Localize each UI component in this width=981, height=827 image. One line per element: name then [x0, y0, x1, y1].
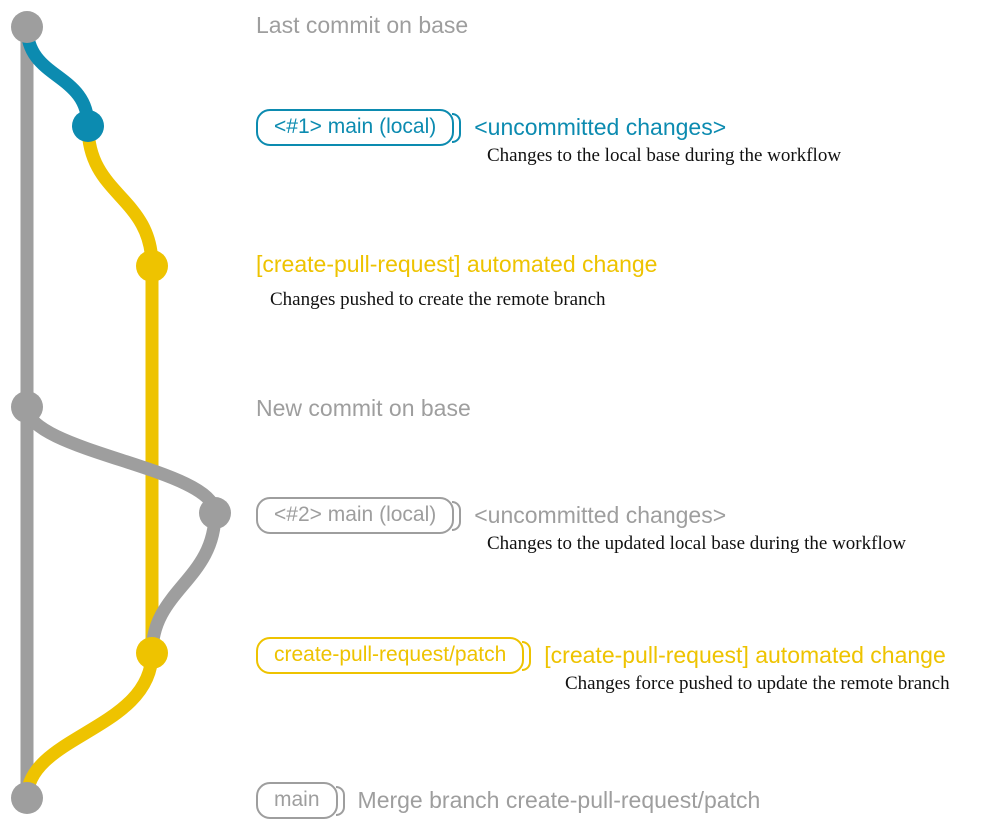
- commit-node-new-commit-on-base[interactable]: [11, 391, 43, 423]
- commit-node-automated-change-1[interactable]: [136, 250, 168, 282]
- commit-row-local-main-2: <#2> main (local) <uncommitted changes>: [256, 497, 726, 534]
- commit-subject: New commit on base: [256, 395, 471, 421]
- commit-detail-local-main-1: Changes to the local base during the wor…: [487, 145, 842, 166]
- commit-node-automated-change-2[interactable]: [136, 637, 168, 669]
- commit-node-local-main-2[interactable]: [199, 497, 231, 529]
- commit-node-local-main-1[interactable]: [72, 110, 104, 142]
- commit-row-automated-change-2: create-pull-request/patch [create-pull-r…: [256, 637, 946, 674]
- ref-badge-local-main-1[interactable]: <#1> main (local): [256, 109, 455, 146]
- commit-detail-automated-change-1: Changes pushed to create the remote bran…: [270, 289, 606, 310]
- commit-subject: Merge branch create-pull-request/patch: [357, 787, 761, 813]
- commit-row-automated-change-1: [create-pull-request] automated change: [256, 253, 657, 276]
- commit-subject: <uncommitted changes>: [474, 502, 727, 528]
- commit-detail-automated-change-2: Changes force pushed to update the remot…: [565, 673, 950, 694]
- commit-node-merge-branch[interactable]: [11, 782, 43, 814]
- ref-badge-main[interactable]: main: [256, 782, 338, 819]
- commit-row-last-commit-on-base: Last commit on base: [256, 14, 468, 37]
- commit-row-merge-branch: main Merge branch create-pull-request/pa…: [256, 782, 760, 819]
- commit-row-new-commit-on-base: New commit on base: [256, 397, 471, 420]
- commit-subject: [create-pull-request] automated change: [544, 642, 946, 668]
- commit-subject: <uncommitted changes>: [474, 114, 727, 140]
- edge-local-main-1-to-patch-1: [81, 119, 159, 273]
- commit-subject: [create-pull-request] automated change: [256, 251, 658, 277]
- edge-local-main-2-to-patch-2: [145, 506, 222, 660]
- commit-subject: Last commit on base: [256, 12, 469, 38]
- edge-base-to-local-main-1: [20, 20, 95, 133]
- commit-node-last-commit-on-base[interactable]: [11, 11, 43, 43]
- commit-row-local-main-1: <#1> main (local) <uncommitted changes>: [256, 109, 726, 146]
- edge-patch-2-to-merge: [20, 646, 159, 805]
- ref-badge-create-pull-request-patch[interactable]: create-pull-request/patch: [256, 637, 525, 674]
- edge-base-to-local-main-2: [20, 400, 222, 520]
- ref-badge-local-main-2[interactable]: <#2> main (local): [256, 497, 455, 534]
- commit-detail-local-main-2: Changes to the updated local base during…: [487, 533, 906, 554]
